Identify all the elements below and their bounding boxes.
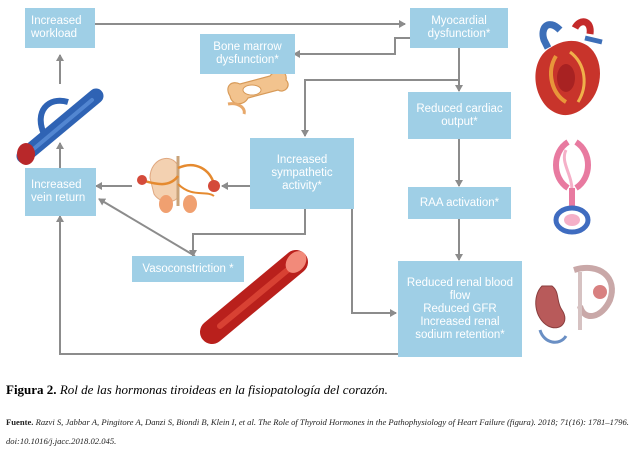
arrow-output-to-sympathetic <box>301 79 459 137</box>
arrow-renal-to-vein-return <box>56 215 398 355</box>
box-vasoconstriction: Vasoconstriction * <box>132 256 244 282</box>
source-label: Fuente. <box>6 417 34 427</box>
renin-illustration <box>553 139 591 235</box>
arrow-vasoconstriction-to-vein-return <box>98 198 196 257</box>
box-increased-workload: Increased workload <box>25 8 95 48</box>
box-myocardial-dysfunction: Myocardial dysfunction* <box>410 8 508 48</box>
artery-illustration <box>200 250 308 344</box>
source-text: Razvi S, Jabbar A, Pingitore A, Danzi S,… <box>6 417 629 446</box>
caption-label: Figura 2. <box>6 382 57 397</box>
diagram: Increased workload Myocardial dysfunctio… <box>16 8 615 357</box>
arrow-sympathetic-to-renal <box>351 209 397 317</box>
connector-layer <box>16 18 615 355</box>
figure-caption: Figura 2. Rol de las hormonas tiroideas … <box>6 382 626 398</box>
box-renal-effects: Reduced renal blood flow Reduced GFR Inc… <box>398 261 522 357</box>
heart-illustration <box>535 18 603 116</box>
arrow-myocardial-to-bone-marrow <box>293 37 410 58</box>
box-raa-activation: RAA activation* <box>408 187 511 219</box>
figure-source: Fuente. Razvi S, Jabbar A, Pingitore A, … <box>6 413 630 451</box>
vein-illustration <box>16 88 104 165</box>
box-reduced-cardiac-output: Reduced cardiac output* <box>408 92 511 139</box>
nervous-system-illustration <box>137 156 220 213</box>
box-increased-vein-return: Increased vein return <box>25 168 96 216</box>
box-bone-marrow-dysfunction: Bone marrow dysfunction* <box>200 34 295 74</box>
kidney-illustration <box>535 265 615 344</box>
arrow-sympathetic-to-vasoconstriction <box>189 209 306 257</box>
caption-text: Rol de las hormonas tiroideas en la fisi… <box>59 382 388 397</box>
bone-illustration <box>227 70 289 115</box>
box-increased-sympathetic-activity: Increased sympathetic activity* <box>250 138 354 209</box>
